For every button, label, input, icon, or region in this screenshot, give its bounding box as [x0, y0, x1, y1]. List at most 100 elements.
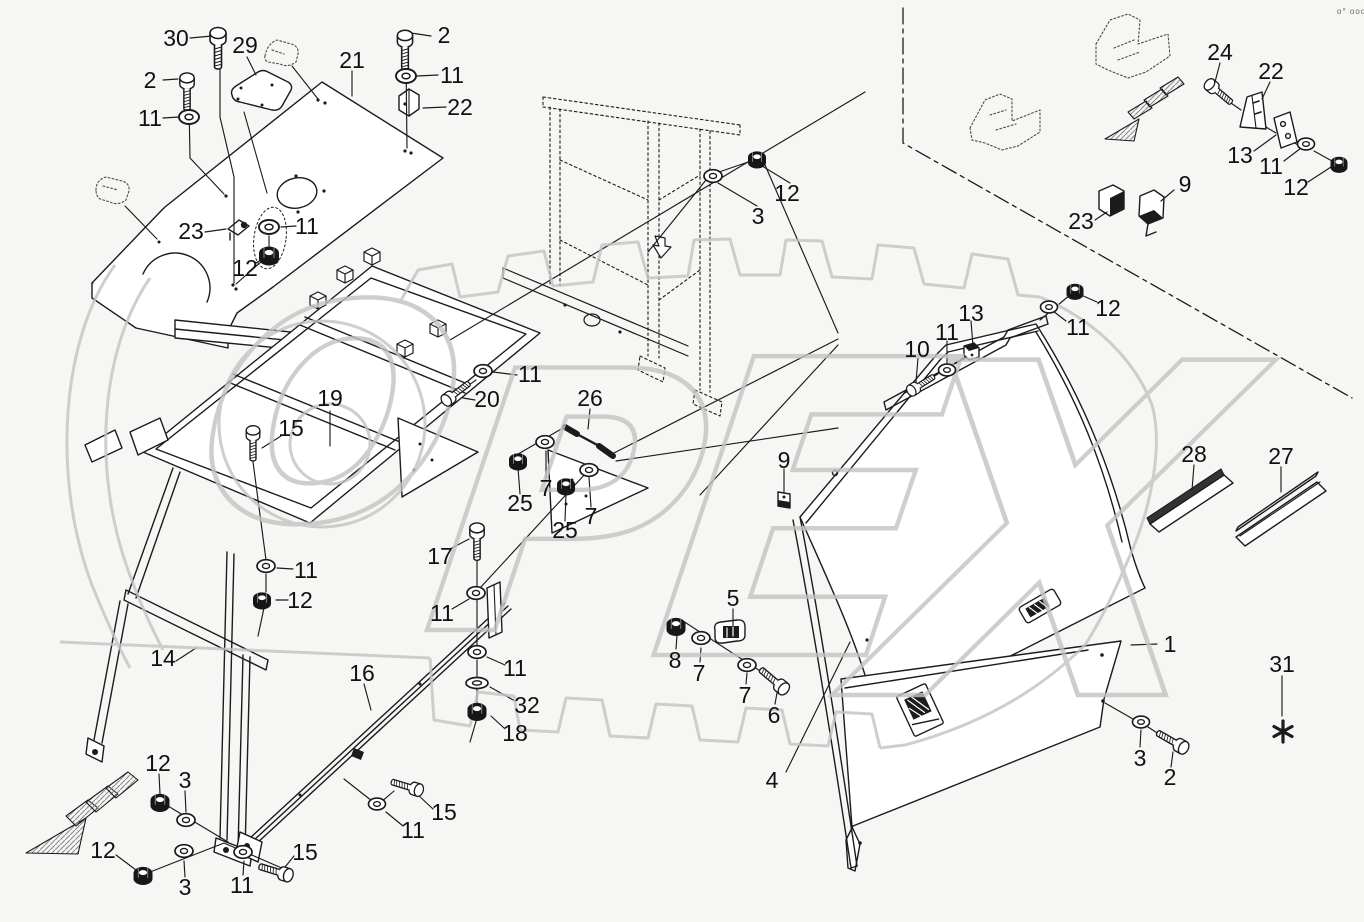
part-callout-11: 11 — [935, 319, 959, 345]
part-callout-20: 20 — [474, 386, 500, 412]
washer-icon — [178, 109, 200, 125]
part-callout-30: 30 — [163, 25, 189, 51]
detail-ellipse — [253, 206, 287, 270]
nut-icon — [133, 866, 153, 886]
part-callout-10: 10 — [904, 336, 930, 362]
washer-icon — [467, 644, 487, 660]
latch-rod-26 — [562, 424, 616, 459]
part-callout-7: 7 — [540, 475, 553, 501]
part-callout-31: 31 — [1269, 651, 1295, 677]
bolt-icon — [179, 72, 195, 112]
asterisk-symbol — [1272, 719, 1294, 744]
part-callout-7: 7 — [739, 682, 752, 708]
ghost-clip-leaders — [124, 65, 319, 244]
direction-arrow-left-icon — [25, 771, 139, 855]
part-callout-4: 4 — [766, 767, 779, 793]
nut-icon — [747, 150, 767, 169]
part-callout-3: 3 — [752, 203, 765, 229]
part-callout-12: 12 — [90, 837, 116, 863]
part-callout-3: 3 — [1134, 745, 1147, 771]
machine-frame-ghost — [542, 96, 741, 417]
part-callout-12: 12 — [145, 750, 171, 776]
part-callout-24: 24 — [1207, 39, 1233, 65]
part-callout-11: 11 — [1066, 314, 1090, 340]
mounting-frame — [84, 247, 649, 534]
washer-icon — [395, 68, 417, 84]
part-callout-12: 12 — [232, 255, 258, 281]
part-callout-15: 15 — [292, 839, 318, 865]
nut-icon — [1330, 156, 1348, 174]
washer-icon — [1296, 137, 1316, 151]
support-legs — [85, 467, 269, 867]
clamp-5 — [713, 619, 746, 644]
part-callout-23: 23 — [178, 218, 204, 244]
washer-icon — [256, 558, 276, 574]
washer-icon — [579, 462, 599, 478]
part-callout-11: 11 — [295, 213, 319, 239]
watermark-letter: P — [407, 297, 730, 716]
part-callout-13: 13 — [958, 300, 984, 326]
bolt-icon — [396, 29, 414, 71]
part-callout-13: 13 — [1227, 142, 1253, 168]
part-callout-2: 2 — [144, 67, 157, 93]
part-callout-25: 25 — [507, 490, 533, 516]
part-callout-8: 8 — [669, 647, 682, 673]
watermark-letter: O — [180, 242, 484, 591]
part-callout-11: 11 — [230, 872, 254, 898]
bracket-9-panel — [777, 491, 791, 509]
part-callout-18: 18 — [502, 720, 528, 746]
washer-icon — [937, 363, 957, 377]
part-callout-12: 12 — [774, 180, 800, 206]
washer-icon — [466, 585, 486, 601]
part-callout-15: 15 — [431, 799, 457, 825]
part-callout-15: 15 — [278, 415, 304, 441]
part-callout-22: 22 — [1258, 58, 1284, 84]
part-callout-11: 11 — [138, 105, 162, 131]
part-callout-26: 26 — [577, 385, 603, 411]
nut-icon — [508, 452, 528, 471]
washer-icon — [174, 843, 194, 859]
washer-icon — [367, 797, 387, 811]
washer-icon — [258, 219, 280, 235]
part-callout-12: 12 — [1283, 174, 1309, 200]
part-callout-9: 9 — [1179, 171, 1192, 197]
part-callout-12: 12 — [1095, 295, 1121, 321]
part-callout-27: 27 — [1268, 443, 1294, 469]
insert-direction-arrow-icon — [652, 235, 672, 259]
part-callout-12: 12 — [287, 587, 313, 613]
part-callout-28: 28 — [1181, 441, 1207, 467]
part-callout-17: 17 — [427, 543, 453, 569]
part-callout-11: 11 — [401, 817, 425, 843]
nut-icon — [258, 246, 280, 266]
nut-icon — [1066, 283, 1084, 301]
part-callout-2: 2 — [1164, 764, 1177, 790]
clamp-23-topleft — [227, 219, 250, 241]
part-callout-29: 29 — [232, 32, 258, 58]
part-callout-7: 7 — [585, 503, 598, 529]
nut-icon — [556, 477, 576, 496]
corner-mark: o° ooo — [1337, 7, 1364, 16]
part-callout-3: 3 — [179, 767, 192, 793]
washer-icon — [473, 363, 493, 379]
washer-icon — [703, 168, 723, 184]
part-callout-16: 16 — [349, 660, 375, 686]
side-panel-upper — [799, 323, 1146, 724]
part-callout-23: 23 — [1068, 208, 1094, 234]
washer-icon — [535, 434, 555, 450]
callout-leader-lines — [115, 32, 1332, 878]
washer-icon — [1131, 715, 1151, 729]
nut-icon — [666, 617, 686, 637]
washerf-icon — [465, 676, 489, 690]
part-callout-9: 9 — [778, 447, 791, 473]
washer-icon — [737, 657, 757, 673]
part-callout-11: 11 — [503, 655, 527, 681]
part-callout-11: 11 — [430, 600, 454, 626]
part-callout-1: 1 — [1164, 631, 1177, 657]
bracket-cluster-topright — [1098, 91, 1333, 237]
part-callout-11: 11 — [294, 557, 318, 583]
bolt-icon — [1201, 76, 1237, 109]
washer-icon — [233, 844, 253, 860]
